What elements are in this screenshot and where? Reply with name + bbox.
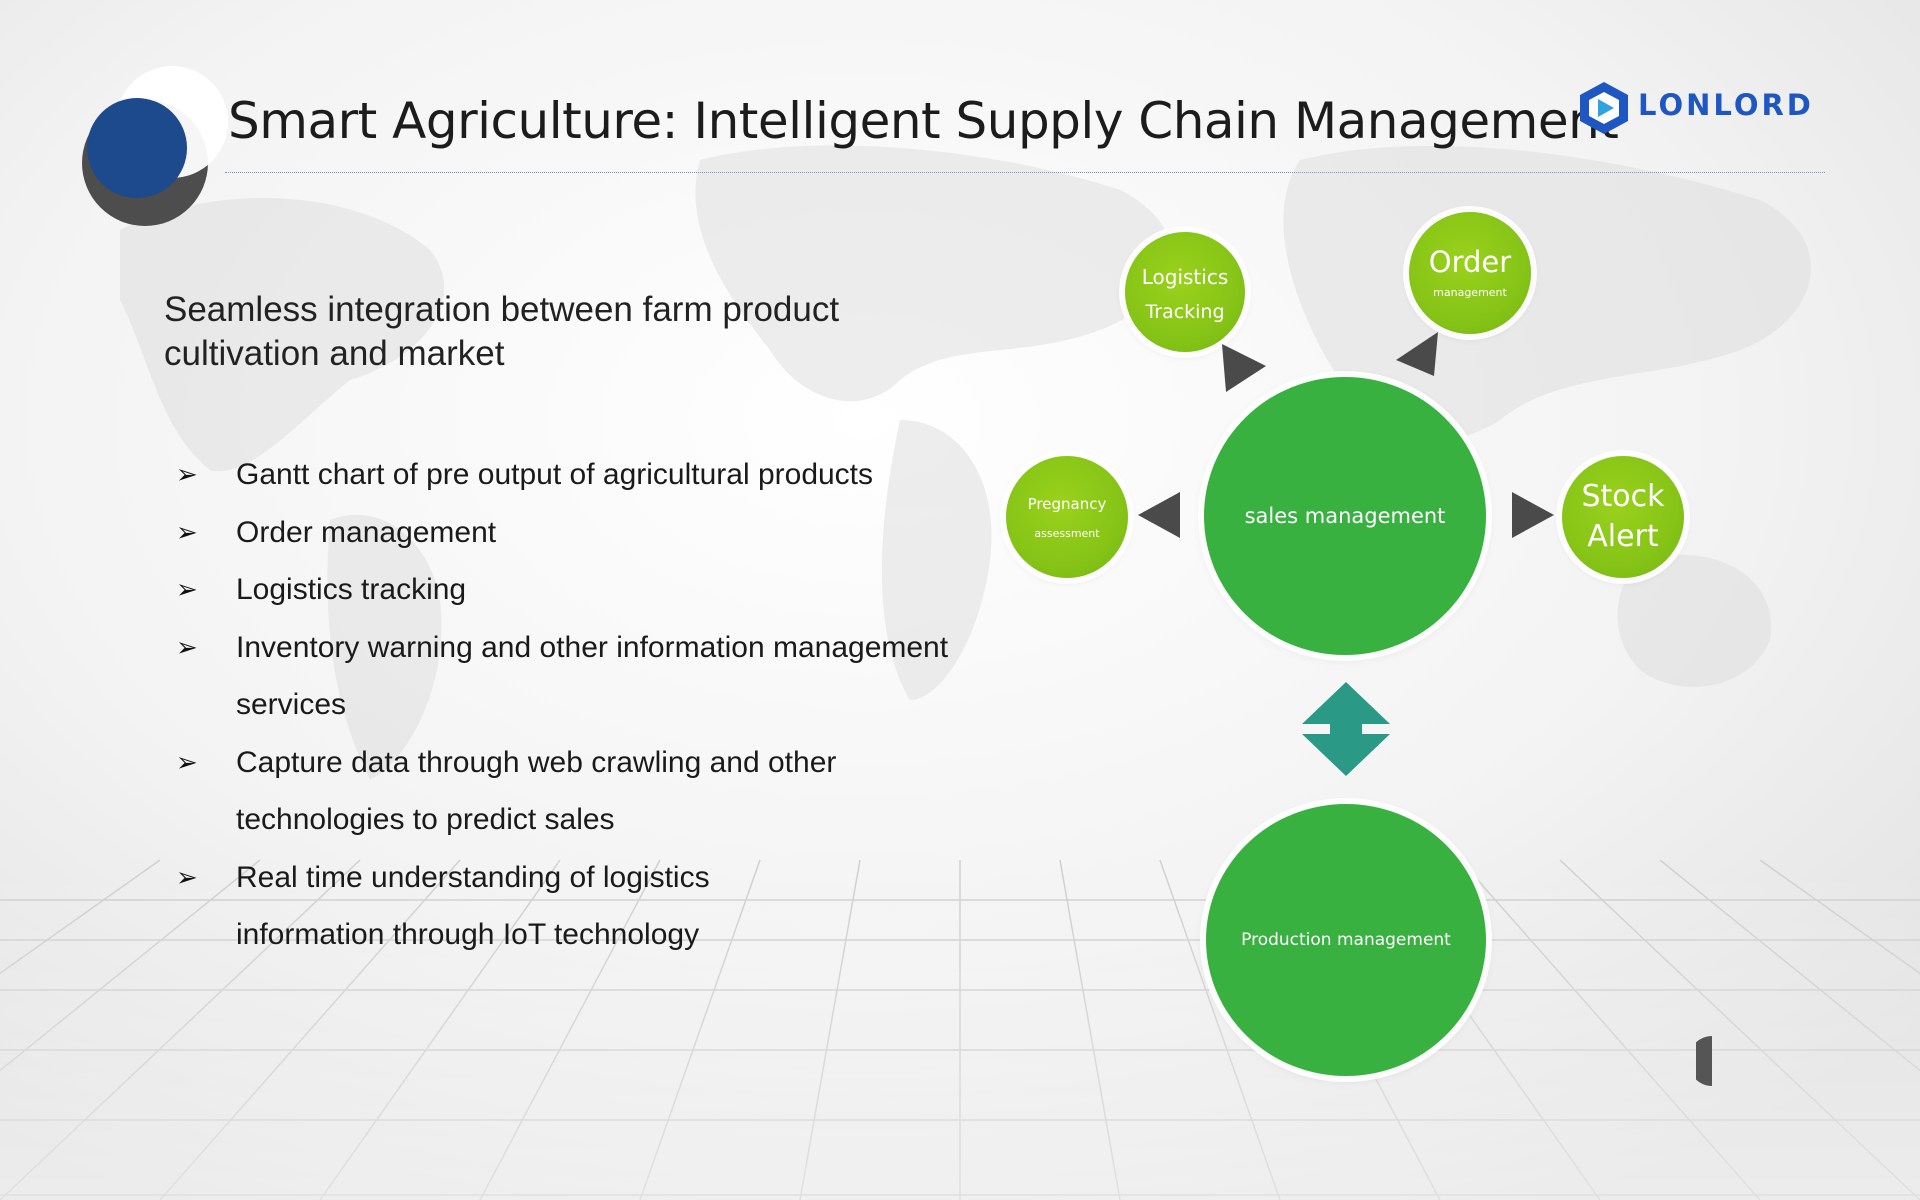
- arrow-to-order-icon: [1396, 332, 1438, 376]
- list-item: ➢ Real time understanding of logistics in…: [174, 849, 1034, 964]
- arrow-bullet-icon: ➢: [176, 459, 198, 489]
- bullet-text: Logistics tracking: [236, 573, 467, 606]
- arrow-bullet-icon: ➢: [176, 631, 198, 662]
- node-logistics-line1: Logistics: [1141, 265, 1229, 289]
- list-item: ➢ Inventory warning and other information…: [174, 619, 1034, 734]
- node-logistics-tracking: Logistics Tracking: [1125, 232, 1245, 352]
- list-item: ➢ Gantt chart of pre output of agricultur…: [174, 446, 1034, 504]
- arrow-bullet-icon: ➢: [176, 861, 198, 892]
- node-stock-line2: Alert: [1587, 519, 1659, 554]
- brand-name: LONLORD: [1638, 88, 1814, 122]
- node-stock-line1: Stock: [1581, 479, 1665, 514]
- node-sales-label: sales management: [1244, 504, 1446, 528]
- node-production-label: Production management: [1241, 930, 1451, 950]
- node-pregnancy-line2: assessment: [1034, 527, 1100, 540]
- node-logistics-line2: Tracking: [1145, 301, 1225, 323]
- node-order-management: Order management: [1409, 212, 1531, 334]
- brand-logo: LONLORD: [1578, 80, 1828, 136]
- lonlord-hexagon-icon: [1580, 82, 1628, 134]
- node-order-line2: management: [1433, 286, 1507, 299]
- arrow-bullet-icon: ➢: [176, 516, 198, 547]
- bullet-text: Capture data through web crawling and ot…: [236, 745, 837, 837]
- up-down-arrow-icon: [1302, 682, 1390, 776]
- subtitle: Seamless integration between farm produc…: [164, 290, 840, 373]
- arrow-to-logistics-icon: [1222, 344, 1266, 392]
- bullet-text: Gantt chart of pre output of agricultura…: [236, 458, 874, 491]
- node-stock-alert: Stock Alert: [1562, 456, 1684, 578]
- title-divider: [225, 172, 1825, 173]
- node-pregnancy-line1: Pregnancy: [1027, 495, 1107, 513]
- node-sales-management: sales management: [1204, 377, 1486, 655]
- node-production-management: Production management: [1206, 804, 1486, 1076]
- list-item: ➢ Order management: [174, 504, 1034, 562]
- bullet-text: Inventory warning and other information …: [236, 630, 949, 722]
- list-item: ➢ Capture data through web crawling and o…: [174, 734, 1034, 849]
- arrow-bullet-icon: ➢: [176, 574, 198, 604]
- bullet-list: ➢ Gantt chart of pre output of agricultur…: [174, 446, 1034, 964]
- bullet-text: Order management: [236, 515, 497, 549]
- title-decoration-circles: [82, 66, 228, 226]
- half-circle-decoration: [1696, 1036, 1712, 1086]
- arrow-to-pregnancy-icon: [1138, 492, 1180, 538]
- node-order-line1: Order: [1428, 245, 1512, 279]
- arrow-bullet-icon: ➢: [176, 746, 198, 777]
- list-item: ➢ Logistics tracking: [174, 561, 1034, 619]
- bullet-text: Real time understanding of logistics inf…: [236, 860, 710, 952]
- world-map-decoration: [120, 145, 1811, 780]
- slide-title: Smart Agriculture: Intelligent Supply Ch…: [228, 92, 1619, 150]
- node-pregnancy-assessment: Pregnancy assessment: [1006, 456, 1128, 578]
- arrow-to-stock-icon: [1512, 492, 1554, 538]
